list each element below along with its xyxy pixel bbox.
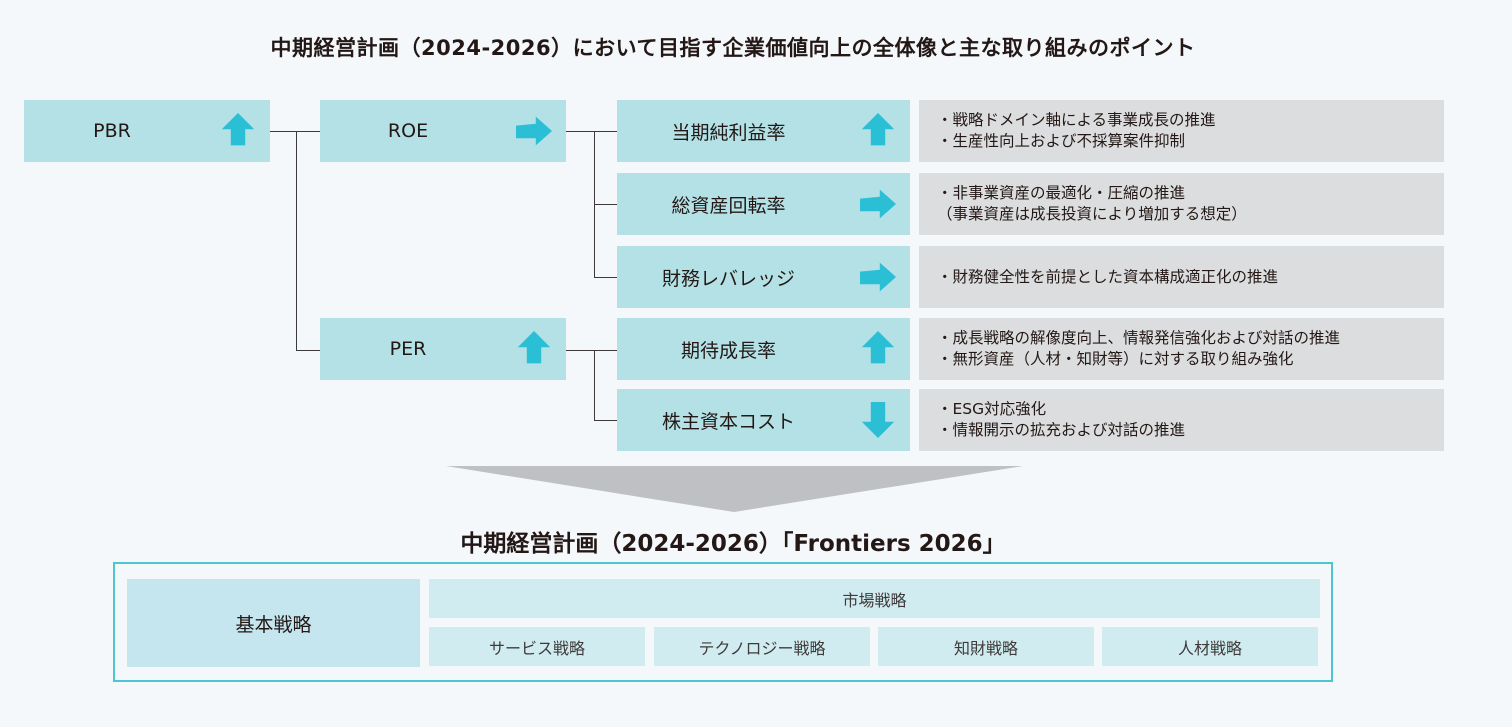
point-text: ・生産性向上および不採算案件抑制 — [937, 132, 1186, 150]
plan-frame — [113, 562, 1333, 682]
point-text: ・無形資産（人材・知財等）に対する取り組み強化 — [937, 350, 1294, 368]
market-strategy: 市場戦略 — [429, 579, 1320, 618]
plan-title: 中期経営計画（2024-2026）「Frontiers 2026」 — [460, 531, 1006, 557]
point-text: （事業資産は成長投資により増加する想定） — [937, 205, 1247, 223]
arrow-right-icon — [860, 262, 896, 292]
connector — [594, 420, 617, 421]
connector — [296, 131, 320, 132]
driver-label: 期待成長率 — [680, 339, 776, 362]
arrow-right-icon — [516, 116, 552, 146]
driver-label: 総資産回転率 — [671, 194, 786, 217]
arrow-up-icon — [861, 113, 895, 146]
connector — [594, 204, 617, 205]
pbr-label: PBR — [93, 120, 131, 142]
down-triangle-icon — [446, 466, 1023, 512]
connector — [270, 131, 296, 132]
strategy-talent: 人材戦略 — [1102, 627, 1318, 666]
connector — [594, 350, 595, 420]
per-box: PER — [320, 318, 566, 380]
connector — [296, 350, 320, 351]
page-title: 中期経営計画（2024-2026）において目指す企業価値向上の全体像と主な取り組… — [270, 36, 1196, 60]
point-text: ・財務健全性を前提とした資本構成適正化の推進 — [937, 267, 1279, 286]
strategy-service: サービス戦略 — [429, 627, 645, 666]
driver-points: ・ESG対応強化 ・情報開示の拡充および対話の推進 — [919, 389, 1444, 451]
driver-points: ・戦略ドメイン軸による事業成長の推進 ・生産性向上および不採算案件抑制 — [919, 100, 1444, 162]
driver-cost-of-equity: 株主資本コスト — [617, 389, 910, 451]
basic-strategy: 基本戦略 — [127, 579, 420, 667]
driver-asset-turnover: 総資産回転率 — [617, 173, 910, 235]
arrow-down-icon — [861, 402, 895, 438]
pbr-box: PBR — [24, 100, 270, 162]
point-text: ・ESG対応強化 — [937, 400, 1047, 418]
roe-label: ROE — [387, 120, 429, 142]
point-text: ・成長戦略の解像度向上、情報発信強化および対話の推進 — [937, 329, 1341, 347]
arrow-up-icon — [861, 331, 895, 364]
arrow-up-icon — [517, 331, 551, 364]
strategy-ip: 知財戦略 — [878, 627, 1094, 666]
arrow-up-icon — [221, 113, 255, 146]
driver-label: 株主資本コスト — [661, 410, 795, 433]
connector — [566, 350, 617, 351]
point-text: ・戦略ドメイン軸による事業成長の推進 — [937, 111, 1216, 129]
driver-label: 当期純利益率 — [671, 121, 786, 144]
connector — [566, 131, 617, 132]
driver-label: 財務レバレッジ — [661, 267, 795, 290]
roe-box: ROE — [320, 100, 566, 162]
driver-leverage: 財務レバレッジ — [617, 246, 910, 308]
per-label: PER — [389, 338, 427, 360]
driver-points: ・成長戦略の解像度向上、情報発信強化および対話の推進 ・無形資産（人材・知財等）… — [919, 318, 1444, 380]
arrow-right-icon — [860, 189, 896, 219]
point-text: ・非事業資産の最適化・圧縮の推進 — [937, 184, 1186, 202]
driver-points: ・財務健全性を前提とした資本構成適正化の推進 — [919, 246, 1444, 308]
connector — [594, 277, 617, 278]
driver-growth-rate: 期待成長率 — [617, 318, 910, 380]
strategy-technology: テクノロジー戦略 — [654, 627, 870, 666]
connector — [296, 131, 297, 351]
driver-net-margin: 当期純利益率 — [617, 100, 910, 162]
driver-points: ・非事業資産の最適化・圧縮の推進 （事業資産は成長投資により増加する想定） — [919, 173, 1444, 235]
point-text: ・情報開示の拡充および対話の推進 — [937, 421, 1186, 439]
